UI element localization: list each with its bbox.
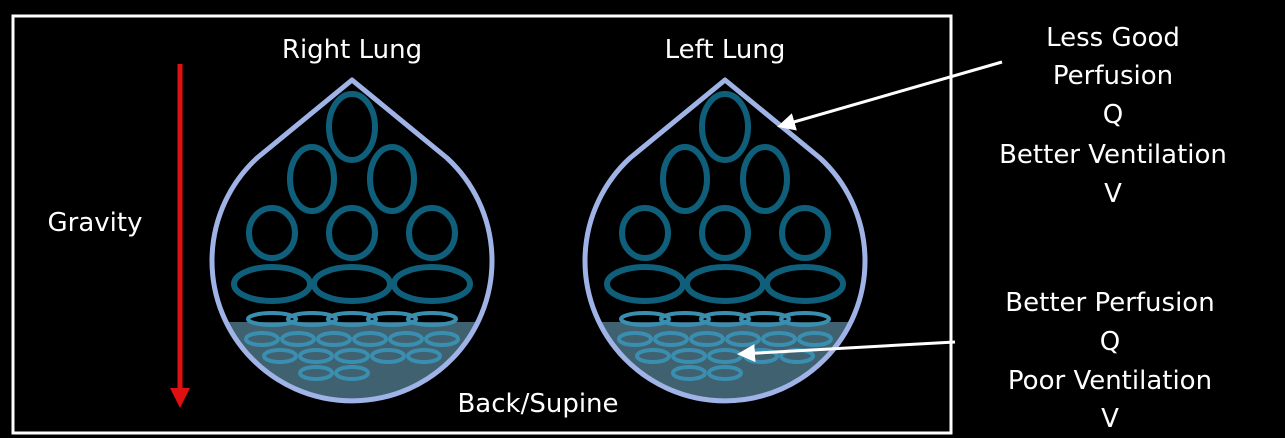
back-supine-label: Back/Supine (457, 389, 618, 419)
top-annotation: Less Good Perfusion Q Better Ventilation… (999, 23, 1227, 209)
alveolus (329, 208, 375, 258)
alveolus (370, 147, 414, 211)
annotation-line: Better Ventilation (999, 140, 1227, 170)
bottom-annotation: Better Perfusion Q Poor Ventilation V (1005, 288, 1214, 434)
alveolus (767, 267, 843, 301)
alveolus (234, 267, 310, 301)
annotation-line: Less Good (1046, 23, 1180, 53)
right-lung-label: Right Lung (282, 35, 422, 65)
alveolus (743, 147, 787, 211)
alveolus (409, 208, 455, 258)
alveolus (702, 208, 748, 258)
alveolus (622, 208, 668, 258)
gravity-label: Gravity (48, 208, 143, 238)
right-lung (202, 80, 502, 402)
annotation-line: V (1104, 179, 1122, 209)
alveolus (687, 267, 763, 301)
alveolus (290, 147, 334, 211)
annotation-line: Q (1103, 100, 1123, 130)
alveolus (663, 147, 707, 211)
left-lung (575, 80, 875, 402)
annotation-line: Poor Ventilation (1008, 366, 1212, 396)
left-lung-label: Left Lung (665, 35, 786, 65)
alveolus (702, 94, 748, 160)
annotation-line: Better Perfusion (1005, 288, 1214, 318)
alveolus (329, 94, 375, 160)
alveolus (782, 208, 828, 258)
alveolus (607, 267, 683, 301)
annotation-line: Q (1100, 327, 1120, 357)
alveolus (314, 267, 390, 301)
annotation-line: Perfusion (1053, 61, 1173, 91)
top-pointer-arrow-icon (780, 62, 1002, 126)
annotation-line: V (1101, 404, 1119, 434)
alveolus (249, 208, 295, 258)
alveolus (394, 267, 470, 301)
